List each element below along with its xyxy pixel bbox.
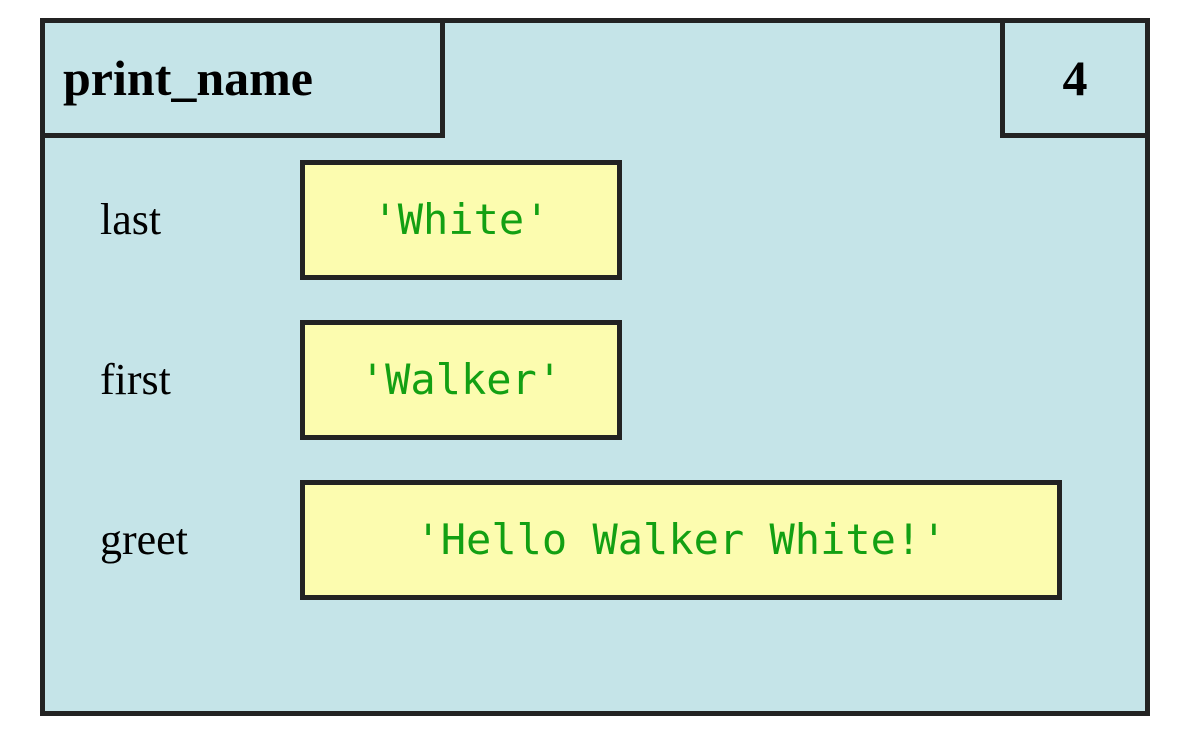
variable-name-last: last (100, 195, 162, 244)
variable-value-greet: 'Hello Walker White!' (415, 515, 947, 564)
frame-title-label: print_name (63, 50, 313, 106)
variable-value-box-first: 'Walker' (300, 320, 622, 440)
variable-name-greet: greet (100, 515, 188, 564)
frame-top-border (40, 18, 1150, 23)
frame-counter-box: 4 (1000, 18, 1150, 138)
variable-value-box-last: 'White' (300, 160, 622, 280)
variable-value-last: 'White' (372, 195, 550, 244)
variable-value-first: 'Walker' (359, 355, 563, 404)
variable-value-box-greet: 'Hello Walker White!' (300, 480, 1062, 600)
variable-name-first: first (100, 355, 171, 404)
frame-counter-label: 4 (1062, 50, 1088, 106)
frame-title-box: print_name (40, 18, 445, 138)
